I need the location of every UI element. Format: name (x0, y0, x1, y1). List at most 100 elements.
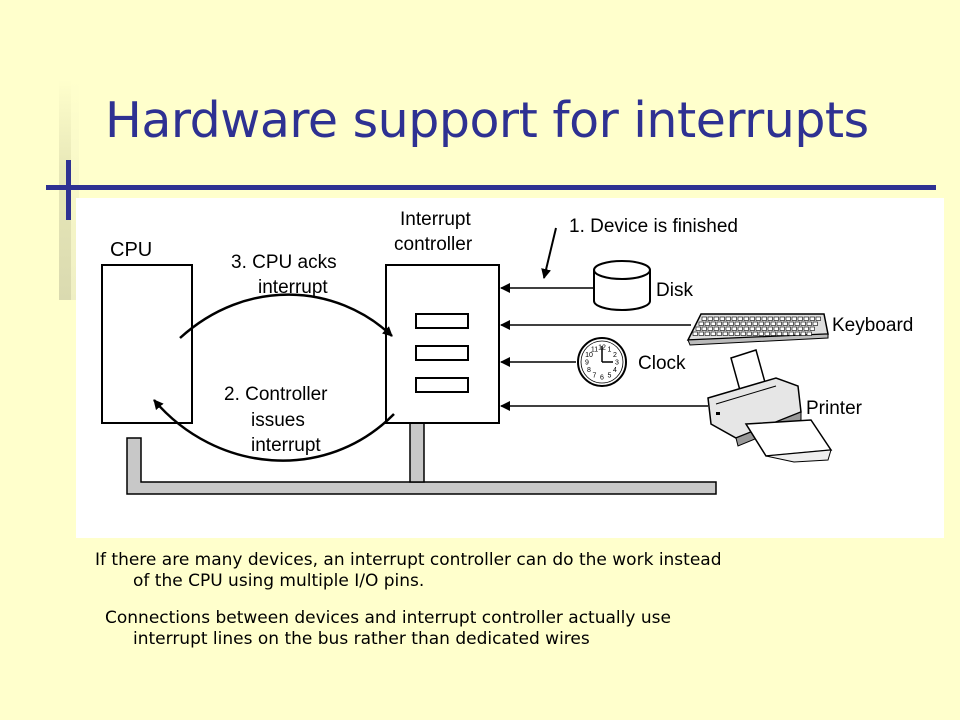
clock-label: Clock (638, 353, 686, 374)
keyboard-key (803, 326, 809, 331)
keyboard-key (716, 331, 722, 336)
clock-number: 11 (591, 347, 598, 354)
keyboard-key (701, 316, 707, 321)
keyboard-label: Keyboard (832, 315, 913, 336)
clock-number: 7 (593, 373, 597, 380)
keyboard-key (716, 321, 722, 326)
clock-number: 4 (613, 367, 617, 374)
keyboard-key (809, 326, 815, 331)
keyboard-key (728, 321, 734, 326)
keyboard-key (776, 331, 782, 336)
keyboard-key (704, 331, 710, 336)
keyboard-key (737, 316, 743, 321)
controller-register-2 (415, 345, 469, 361)
keyboard-key (776, 321, 782, 326)
keyboard-key (740, 331, 746, 336)
keyboard-key (764, 331, 770, 336)
device-finished-arrow (541, 227, 557, 279)
keyboard-key (761, 326, 767, 331)
keyboard-key (731, 316, 737, 321)
accent-horizontal-rule (46, 185, 936, 190)
keyboard-key (791, 326, 797, 331)
accent-vertical-rule (66, 160, 71, 220)
keyboard-key (725, 316, 731, 321)
controller-register-3 (415, 377, 469, 393)
keyboard-key (698, 321, 704, 326)
system-bus (126, 422, 717, 495)
controller-label-line1: Interrupt (400, 209, 471, 230)
keyboard-key (794, 321, 800, 326)
keyboard-key (728, 331, 734, 336)
step2-line3: interrupt (251, 435, 321, 456)
keyboard-key (707, 316, 713, 321)
controller-label-line2: controller (394, 234, 473, 255)
keyboard-key (764, 321, 770, 326)
interrupt-controller-box (385, 264, 500, 424)
clock-number: 2 (613, 352, 617, 359)
controller-interrupt-arrow (153, 399, 395, 462)
keyboard-key (707, 326, 713, 331)
accent-gradient-bar-inner (71, 80, 79, 300)
keyboard-key (746, 331, 752, 336)
bullet-item-bus-lines: Connections between devices and interrup… (105, 608, 925, 650)
keyboard-key (752, 321, 758, 326)
keyboard-key (800, 331, 806, 336)
disk-label: Disk (656, 280, 693, 301)
clock-number: 5 (608, 373, 612, 380)
step2-line2: issues (251, 410, 305, 431)
keyboard-key (722, 321, 728, 326)
keyboard-key (767, 326, 773, 331)
keyboard-key (704, 321, 710, 326)
keyboard-key (803, 316, 809, 321)
keyboard-key (719, 316, 725, 321)
keyboard-key (770, 321, 776, 326)
clock-icon: 121234567891011 (577, 337, 627, 387)
interrupt-hardware-diagram: CPU Interrupt controller 3. CPU acks int… (76, 198, 944, 538)
keyboard-key (794, 331, 800, 336)
keyboard-key (701, 326, 707, 331)
keyboard-key (710, 321, 716, 326)
keyboard-key (749, 316, 755, 321)
keyboard-key (797, 326, 803, 331)
bullet-item-interrupt-controller: If there are many devices, an interrupt … (95, 550, 915, 592)
keyboard-key (791, 316, 797, 321)
bullet-2-line2: interrupt lines on the bus rather than d… (133, 629, 590, 649)
keyboard-key (761, 316, 767, 321)
keyboard-key (722, 331, 728, 336)
keyboard-key (806, 321, 812, 326)
clock-number: 10 (585, 352, 593, 359)
keyboard-key (713, 326, 719, 331)
keyboard-key (758, 331, 764, 336)
clock-number: 9 (585, 360, 589, 367)
keyboard-key (767, 316, 773, 321)
keyboard-key (788, 331, 794, 336)
step3-line1: 3. CPU acks (231, 252, 337, 273)
accent-gradient-bar (59, 80, 71, 300)
keyboard-key (806, 331, 812, 336)
printer-label: Printer (806, 398, 863, 419)
keyboard-key (734, 331, 740, 336)
keyboard-key (731, 326, 737, 331)
keyboard-key (812, 321, 818, 326)
clock-number: 3 (615, 360, 619, 367)
keyboard-key (785, 316, 791, 321)
keyboard-key (710, 331, 716, 336)
keyboard-key (725, 326, 731, 331)
disk-icon (593, 260, 651, 311)
keyboard-key (755, 316, 761, 321)
clock-number: 6 (600, 375, 604, 382)
keyboard-key (800, 321, 806, 326)
keyboard-key (773, 326, 779, 331)
bullet-1-line1: If there are many devices, an interrupt … (95, 550, 722, 570)
cpu-box (101, 264, 193, 424)
step1-label: 1. Device is finished (569, 216, 738, 237)
controller-register-1 (415, 313, 469, 329)
keyboard-key (713, 316, 719, 321)
keyboard-key (734, 321, 740, 326)
printer-icon (707, 349, 833, 463)
keyboard-key (797, 316, 803, 321)
bullet-2-line1: Connections between devices and interrup… (105, 608, 671, 628)
clock-number: 8 (587, 367, 591, 374)
keyboard-key (749, 326, 755, 331)
clock-number: 1 (608, 347, 612, 354)
